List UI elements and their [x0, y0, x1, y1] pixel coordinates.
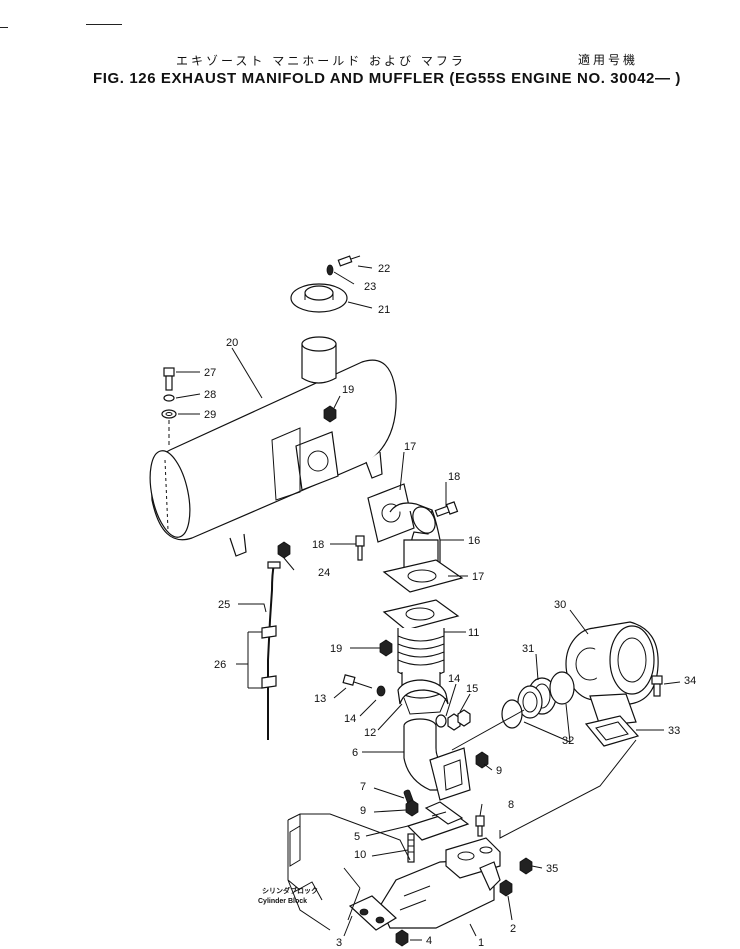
- callout-7: 7: [360, 781, 366, 793]
- callout-labels: 22 23 21 20 27 28 29 19 17 18 18 16 17 2…: [204, 263, 696, 949]
- muffler: [149, 336, 397, 557]
- callout-29: 29: [204, 409, 216, 421]
- bolt-34: [651, 675, 663, 697]
- callout-26: 26: [214, 659, 226, 671]
- exhaust-manifold-1: [379, 837, 501, 929]
- callout-12: 12: [364, 727, 376, 739]
- callout-14-left: 14: [344, 713, 356, 725]
- callout-9-left: 9: [360, 805, 366, 817]
- drain-pipe-25: [267, 561, 281, 740]
- bolt-13: [342, 674, 373, 689]
- bolt-22: [337, 255, 361, 267]
- callout-33: 33: [668, 725, 680, 737]
- callout-27: 27: [204, 367, 216, 379]
- bolt-27: [163, 367, 175, 391]
- washer-14-left: [376, 685, 386, 697]
- callout-31: 31: [522, 643, 534, 655]
- bolt-8: [475, 815, 485, 837]
- nut-19-lower: [379, 639, 393, 657]
- cylinder-block: [287, 813, 411, 931]
- gasket-3: [348, 895, 397, 931]
- bolt-18-left: [355, 535, 365, 561]
- turbocharger-30: [565, 621, 659, 727]
- nut-2: [499, 879, 513, 897]
- nut-9-lower: [405, 799, 419, 817]
- callout-19-upper: 19: [342, 384, 354, 396]
- callout-34: 34: [684, 675, 696, 687]
- bolt-18-right: [434, 501, 459, 517]
- gasket-17-lower: [382, 559, 464, 593]
- callout-9-right: 9: [496, 765, 502, 777]
- nut-35: [519, 857, 533, 875]
- callout-22: 22: [378, 263, 390, 275]
- callout-17-lower: 17: [472, 571, 484, 583]
- callout-6: 6: [352, 747, 358, 759]
- header-rule-left: [0, 27, 8, 28]
- washer-28: [163, 394, 175, 402]
- callout-18-right: 18: [448, 471, 460, 483]
- callout-30: 30: [554, 599, 566, 611]
- callout-23: 23: [364, 281, 376, 293]
- callout-10: 10: [354, 849, 366, 861]
- washer-23: [326, 264, 334, 276]
- callout-24: 24: [318, 567, 330, 579]
- callout-5: 5: [354, 831, 360, 843]
- callout-20: 20: [226, 337, 238, 349]
- washer-29: [161, 409, 177, 419]
- callout-1: 1: [478, 937, 484, 949]
- gasket-33: [584, 715, 640, 747]
- leader-lines: [175, 265, 681, 941]
- cylinder-block-label-jp: シリンダブロック: [262, 886, 318, 895]
- nut-19-upper: [323, 405, 337, 423]
- nuts-15: [447, 709, 471, 731]
- callout-18-left: 18: [312, 539, 324, 551]
- nut-9-upper: [475, 751, 489, 769]
- callout-16: 16: [468, 535, 480, 547]
- callout-25: 25: [218, 599, 230, 611]
- callout-15: 15: [466, 683, 478, 695]
- japanese-title: エキゾースト マニホールド および マフラ: [176, 54, 466, 68]
- callout-21: 21: [378, 304, 390, 316]
- callout-8: 8: [508, 799, 514, 811]
- gasket-plate-5: [406, 801, 470, 841]
- washer-14-right: [435, 714, 447, 728]
- figure-title: FIG. 126 EXHAUST MANIFOLD AND MUFFLER (E…: [93, 70, 681, 87]
- callout-28: 28: [204, 389, 216, 401]
- seal-ring-32-right: [549, 671, 575, 705]
- gasket-17-upper: [367, 483, 415, 543]
- callout-17-upper: 17: [404, 441, 416, 453]
- clamp-12: [397, 679, 449, 715]
- nut-24: [277, 541, 291, 559]
- callout-19-lower: 19: [330, 643, 342, 655]
- cylinder-block-label-en: Cylinder Block: [258, 898, 307, 905]
- clips-26: [261, 625, 277, 689]
- callout-2: 2: [510, 923, 516, 935]
- nut-4: [395, 929, 409, 947]
- callout-14-right: 14: [448, 673, 460, 685]
- callout-13: 13: [314, 693, 326, 705]
- stud-10: [407, 833, 415, 863]
- callout-4: 4: [426, 935, 432, 947]
- callout-3: 3: [336, 937, 342, 949]
- japanese-model-label: 適用号機: [578, 53, 639, 67]
- exhaust-elbow-6: [403, 718, 471, 801]
- callout-35: 35: [546, 863, 558, 875]
- seal-ring-32-left: [501, 699, 523, 729]
- header-rule: [86, 24, 122, 25]
- callout-11: 11: [468, 627, 479, 639]
- callout-32: 32: [562, 735, 574, 747]
- tail-pipe-cover: [290, 283, 348, 313]
